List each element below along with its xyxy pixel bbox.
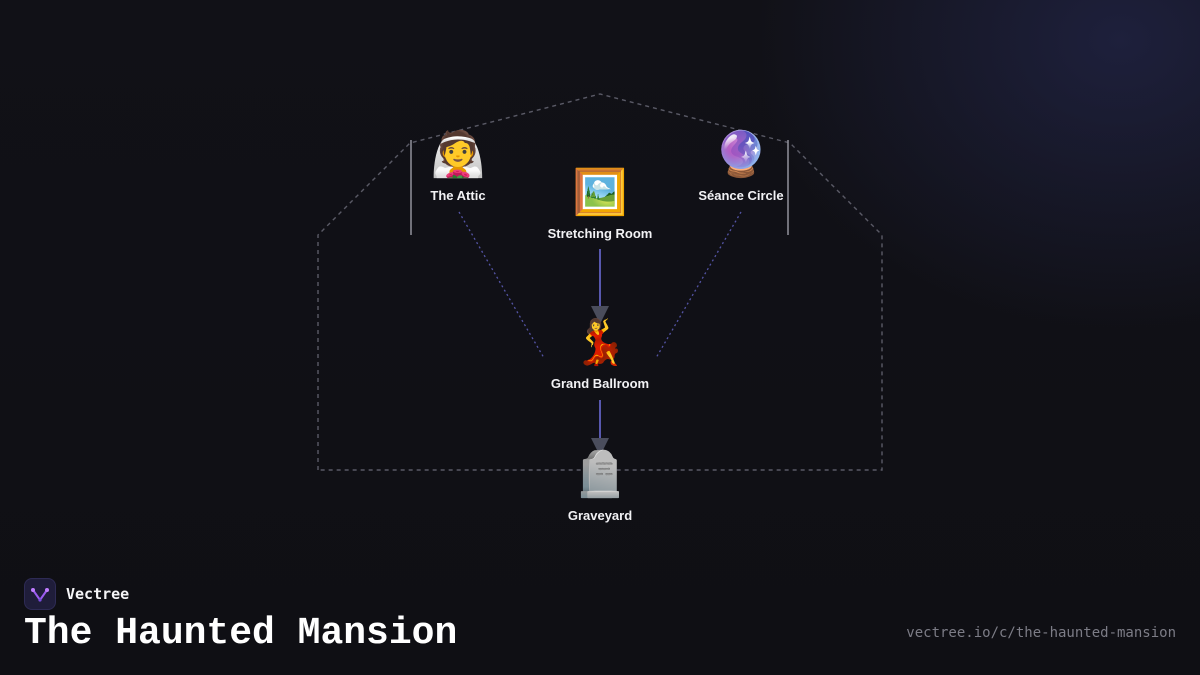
brand: Vectree <box>24 577 129 611</box>
node-seance[interactable]: 🔮 Séance Circle <box>651 129 831 204</box>
headstone-icon: 🪦 <box>572 449 628 500</box>
node-attic[interactable]: 👰 The Attic <box>368 129 548 204</box>
bride-icon: 👰 <box>430 129 486 180</box>
edge-seance-to-ballroom <box>655 211 742 359</box>
edges-layer <box>458 211 742 456</box>
node-label: The Attic <box>430 188 486 203</box>
framed-picture-icon: 🖼️ <box>572 167 628 218</box>
node-graveyard[interactable]: 🪦 Graveyard <box>510 449 690 524</box>
node-ballroom[interactable]: 💃 Grand Ballroom <box>510 317 690 392</box>
arrowhead-stretching-to-ballroom <box>591 306 609 324</box>
arrowhead-ballroom-to-graveyard <box>591 438 609 456</box>
node-label: Graveyard <box>567 508 633 523</box>
crystal-ball-icon: 🔮 <box>713 129 769 180</box>
edge-attic-to-ballroom <box>458 211 545 359</box>
node-label: Séance Circle <box>698 188 784 203</box>
mansion-outline <box>317 93 883 471</box>
page-title: The Haunted Mansion <box>24 612 458 655</box>
node-stretching[interactable]: 🖼️ Stretching Room <box>510 167 690 242</box>
node-label: Grand Ballroom <box>550 376 650 391</box>
dancer-icon: 💃 <box>572 317 628 368</box>
page-url: vectree.io/c/the-haunted-mansion <box>906 625 1176 641</box>
mansion-roof-outline <box>317 93 883 471</box>
brand-name: Vectree <box>66 585 130 603</box>
node-label: Stretching Room <box>547 226 653 241</box>
vectree-logo-icon <box>24 578 56 610</box>
